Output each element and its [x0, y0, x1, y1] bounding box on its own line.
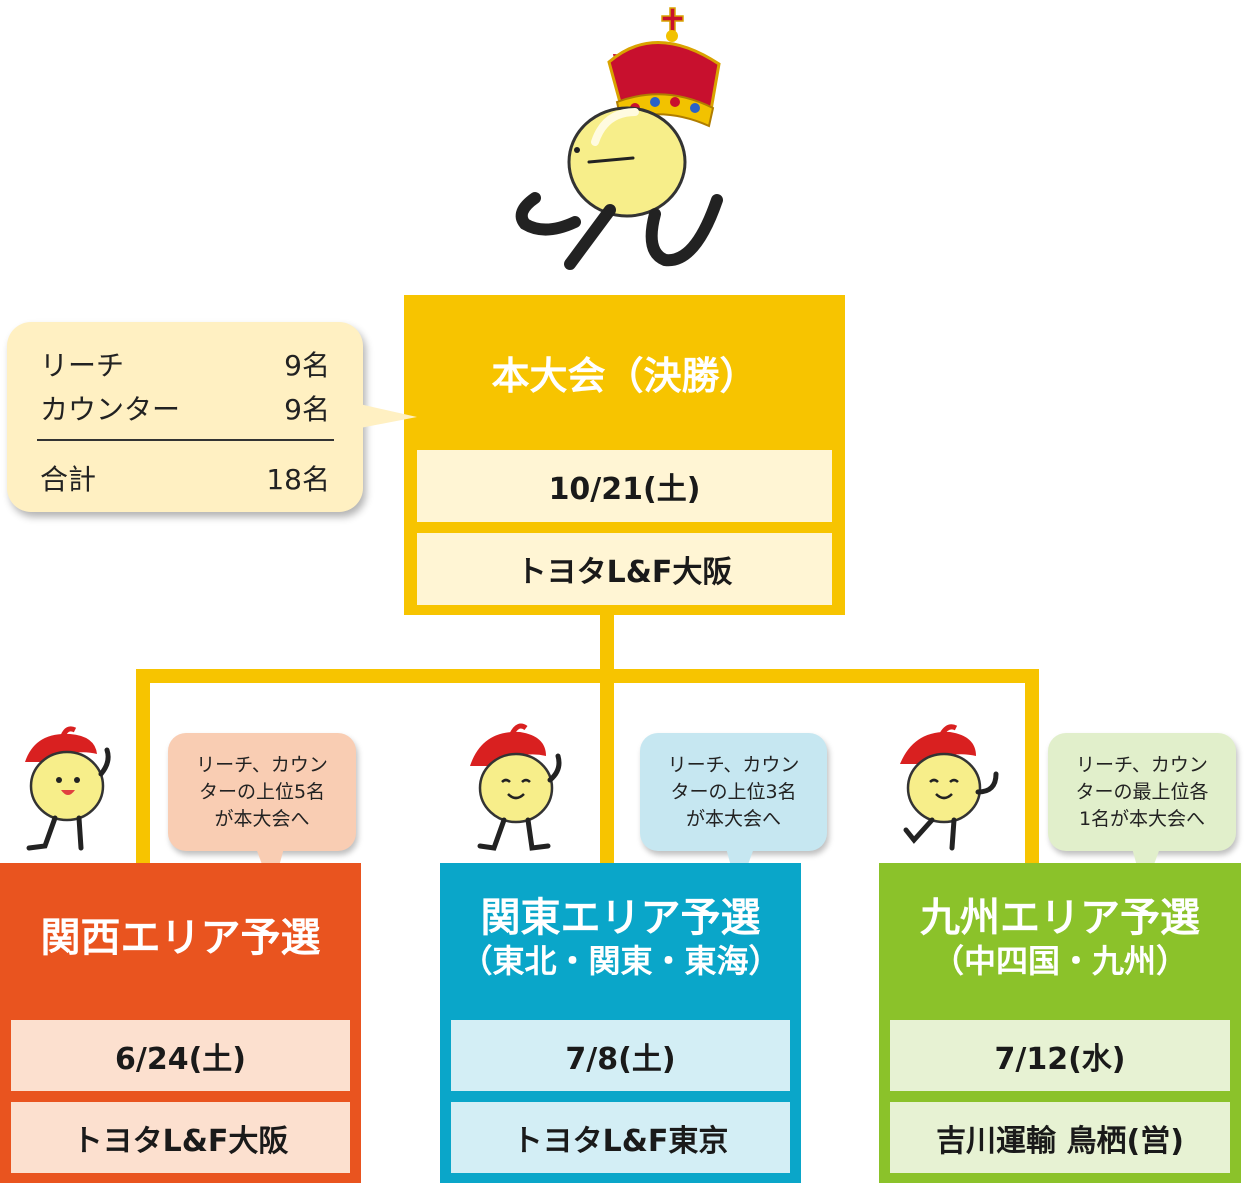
connector-kansai — [136, 669, 150, 867]
summary-bubble: リーチ 9名 カウンター 9名 合計 18名 — [7, 322, 363, 512]
mascot-kyushu-icon — [900, 724, 999, 851]
summary-row-counter: カウンター 9名 — [40, 393, 330, 426]
final-date: 10/21(土) — [417, 450, 832, 522]
crowned-mascot-icon — [515, 7, 723, 270]
kansai-title: 関西エリア予選 — [40, 915, 321, 961]
kyushu-title: 九州エリア予選 — [920, 895, 1200, 941]
summary-divider — [37, 439, 334, 441]
final-venue: トヨタL&F大阪 — [417, 533, 832, 605]
kanto-date: 7/8(土) — [451, 1020, 790, 1091]
summary-row-reach: リーチ 9名 — [40, 349, 330, 382]
mascot-kansai-icon — [25, 726, 111, 851]
connector-final-down — [600, 612, 614, 672]
mascot-kanto-icon — [470, 723, 562, 851]
kyushu-subtitle: （中四国・九州） — [931, 942, 1188, 980]
summary-row-total: 合計 18名 — [40, 463, 330, 496]
final-title: 本大会（決勝） — [491, 354, 758, 398]
region-kansai-box: 関西エリア予選 6/24(土) トヨタL&F大阪 — [0, 863, 361, 1183]
kyushu-venue: 吉川運輸 鳥栖(営) — [890, 1102, 1230, 1173]
kanto-subtitle: （東北・関東・東海） — [460, 942, 781, 980]
region-kanto-box: 関東エリア予選 （東北・関東・東海） 7/8(土) トヨタL&F東京 — [440, 863, 801, 1183]
kyushu-date: 7/12(水) — [890, 1020, 1230, 1091]
connector-horizontal — [136, 669, 1039, 683]
kansai-venue: トヨタL&F大阪 — [11, 1102, 350, 1173]
region-kyushu-box: 九州エリア予選 （中四国・九州） 7/12(水) 吉川運輸 鳥栖(営) — [879, 863, 1241, 1183]
final-tournament-box: 本大会（決勝） 10/21(土) トヨタL&F大阪 — [404, 295, 845, 615]
kansai-note-text: リーチ、カウン ターの上位5名 が本大会へ — [196, 753, 328, 830]
kansai-note-bubble: リーチ、カウン ターの上位5名 が本大会へ — [168, 733, 356, 851]
connector-kyushu — [1025, 669, 1039, 867]
connector-kanto — [600, 669, 614, 867]
summary-bubble-tail — [355, 403, 417, 429]
kyushu-note-bubble: リーチ、カウン ターの最上位各 1名が本大会へ — [1048, 733, 1236, 851]
kanto-venue: トヨタL&F東京 — [451, 1102, 790, 1173]
kanto-title: 関東エリア予選 — [480, 895, 761, 941]
kanto-note-bubble: リーチ、カウン ターの上位3名 が本大会へ — [640, 733, 827, 851]
kanto-note-text: リーチ、カウン ターの上位3名 が本大会へ — [667, 753, 800, 830]
kansai-date: 6/24(土) — [11, 1020, 350, 1091]
kyushu-note-text: リーチ、カウン ターの最上位各 1名が本大会へ — [1075, 753, 1209, 830]
